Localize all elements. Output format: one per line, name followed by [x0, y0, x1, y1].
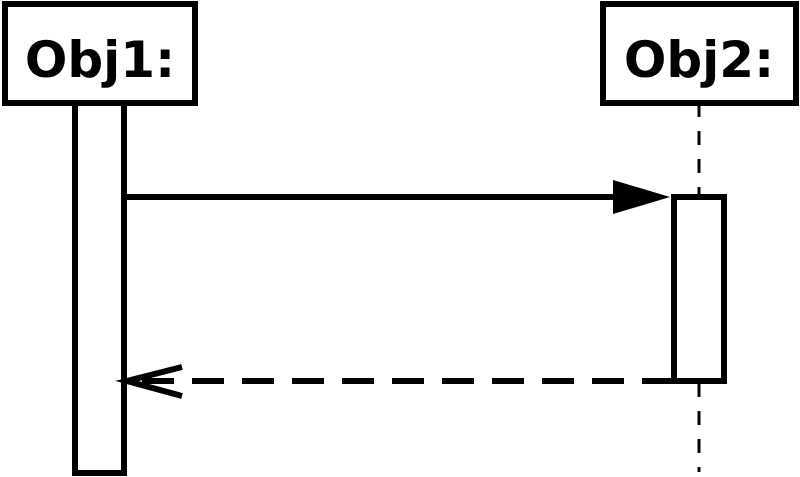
obj2-label: Obj2: [624, 31, 774, 89]
call-arrowhead-icon [613, 180, 670, 214]
return-arrowhead-icon [115, 364, 183, 399]
obj2-activation-bar [671, 194, 727, 384]
obj2-box [600, 1, 799, 106]
obj1-label: Obj1: [25, 31, 175, 89]
obj1-activation-bar [72, 100, 127, 476]
